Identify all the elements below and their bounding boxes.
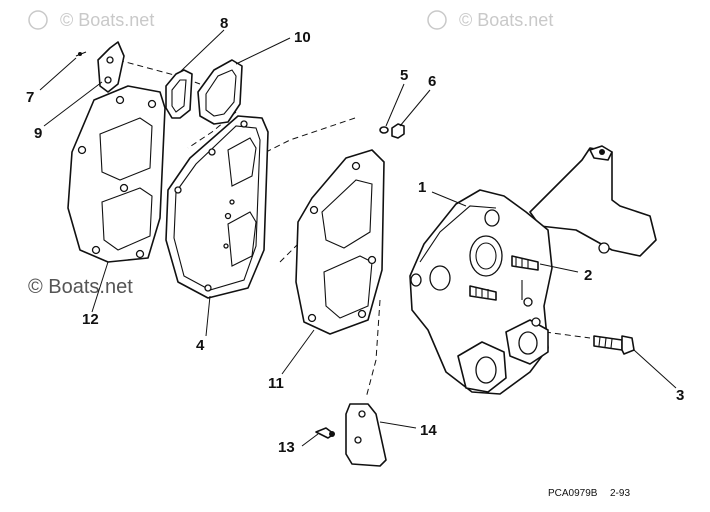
stud-part-2 — [469, 255, 539, 301]
callout-10: 10 — [294, 29, 311, 46]
gasket-part-12 — [67, 85, 166, 263]
date-code: 2-93 — [610, 488, 630, 499]
callout-2: 2 — [584, 267, 592, 284]
bracket-part-14 — [345, 403, 387, 467]
callout-12: 12 — [82, 311, 99, 328]
nut-part-6 — [391, 123, 405, 139]
callout-6: 6 — [428, 73, 436, 90]
watermark-top-left: © Boats.net — [28, 10, 154, 30]
cover-plate-part-4 — [165, 115, 269, 299]
watermark-left: © Boats.net — [28, 276, 133, 298]
screw-part-7 — [75, 51, 87, 57]
callout-4: 4 — [196, 337, 205, 354]
callout-3: 3 — [676, 387, 684, 404]
callout-8: 8 — [220, 15, 228, 32]
callout-9: 9 — [34, 125, 42, 142]
callout-5: 5 — [400, 67, 408, 84]
callouts: 1 2 3 4 5 6 7 8 9 10 11 12 13 14 — [26, 15, 684, 456]
watermark-top-right: © Boats.net — [427, 10, 553, 30]
svg-text:© Boats.net: © Boats.net — [60, 10, 154, 30]
callout-1: 1 — [418, 179, 426, 196]
callout-7: 7 — [26, 89, 34, 106]
callout-13: 13 — [278, 439, 295, 456]
svg-text:© Boats.net: © Boats.net — [459, 10, 553, 30]
gasket-part-8 — [165, 69, 193, 119]
gasket-part-10 — [197, 59, 243, 125]
callout-14: 14 — [420, 422, 437, 439]
bracket-part-9 — [97, 41, 125, 93]
callout-11: 11 — [268, 375, 284, 392]
bolt-part-3 — [593, 335, 635, 355]
housing-part-1 — [409, 145, 657, 395]
washer-part-5 — [379, 126, 389, 134]
drawing-code: PCA0979B — [548, 488, 598, 499]
screw-part-13 — [315, 427, 335, 439]
leader-lines — [39, 29, 677, 447]
gasket-part-11 — [295, 149, 385, 335]
